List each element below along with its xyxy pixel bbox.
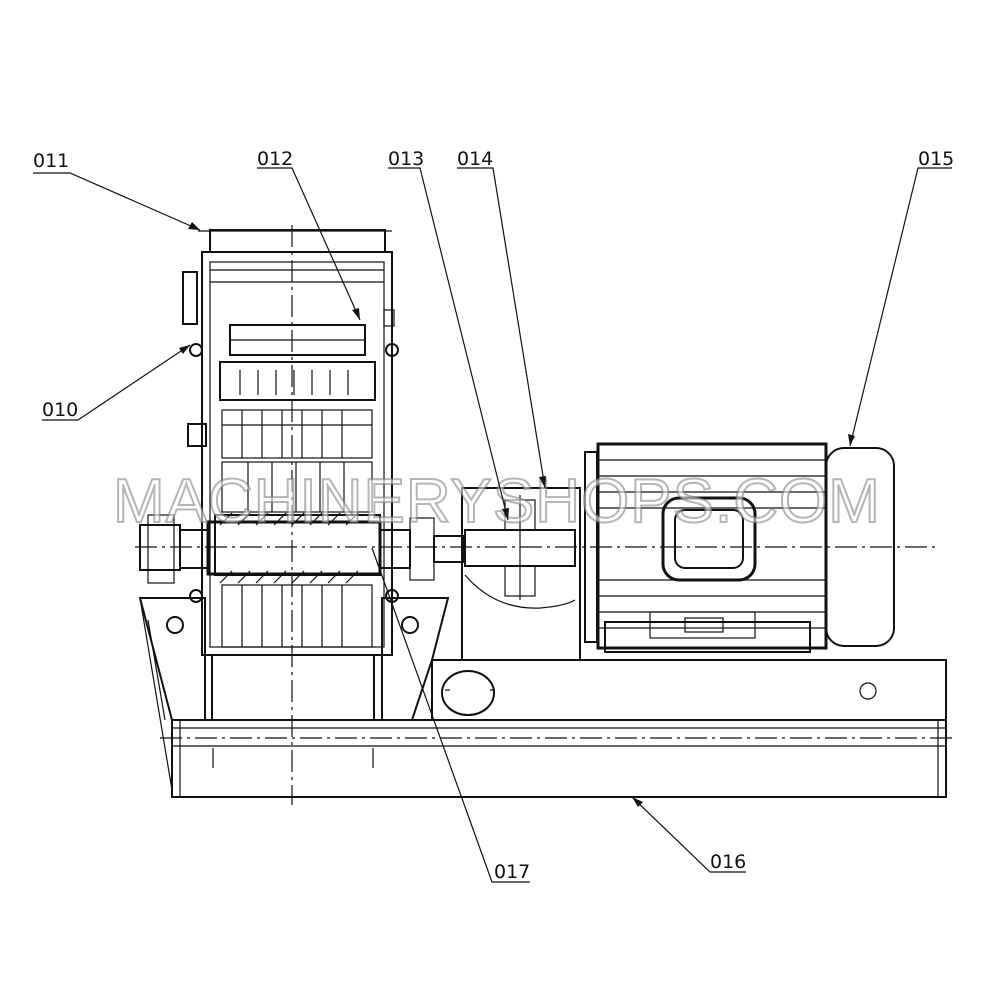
mill-body <box>182 225 399 805</box>
callout-011: 011 <box>33 150 69 172</box>
callout-014: 014 <box>457 148 493 170</box>
leader-lines <box>33 167 952 883</box>
mill-pedestal <box>138 597 450 791</box>
base-frame <box>160 659 955 798</box>
callout-015: 015 <box>918 148 954 170</box>
rotor-shaft <box>135 514 940 584</box>
electric-motor <box>580 442 895 661</box>
callout-012: 012 <box>257 148 293 170</box>
callout-017: 017 <box>494 861 530 883</box>
callout-010: 010 <box>42 399 78 421</box>
callout-016: 016 <box>710 851 746 873</box>
callout-labels: 011 012 013 014 015 010 017 016 <box>33 148 954 883</box>
callout-013: 013 <box>388 148 424 170</box>
shaft-coupling <box>461 487 581 661</box>
watermark-text: MACHINERYSHOPS.COM <box>113 467 881 536</box>
